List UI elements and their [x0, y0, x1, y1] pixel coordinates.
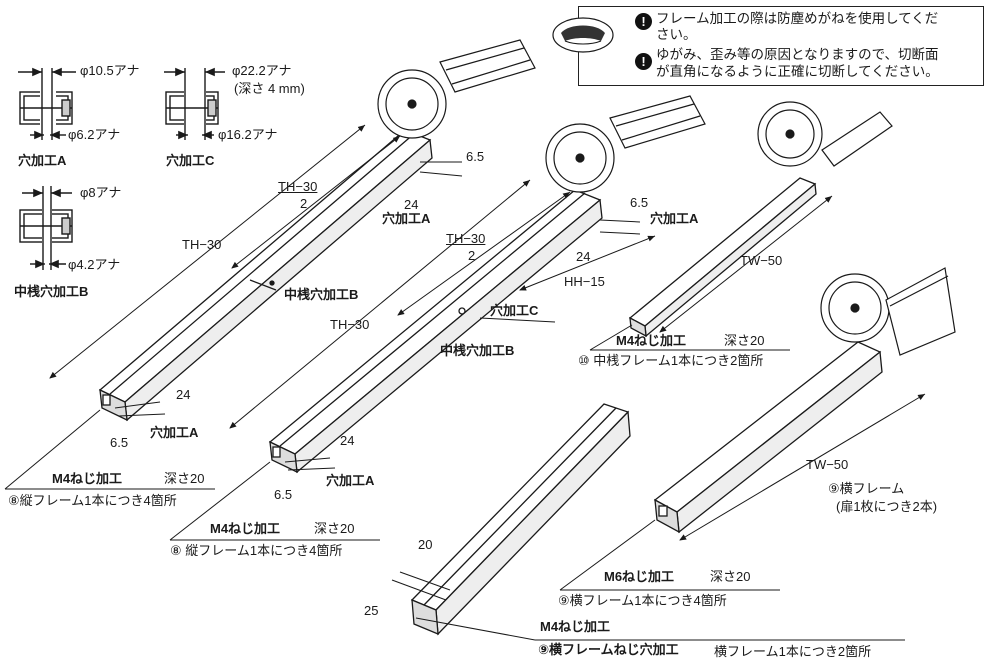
frame-4-width-label: TW−50: [806, 457, 849, 472]
saw-blade-3: [757, 101, 893, 167]
hole-c-top-label: φ22.2アナ: [232, 63, 292, 78]
frame-1-hole-b: 中桟穴加工B: [284, 287, 359, 302]
notice-line-2b: が直角になるように正確に切断してください。: [656, 64, 939, 79]
frame-1-hole-a: 穴加工A: [382, 211, 431, 226]
frame-2-hh15-label: HH−15: [564, 274, 605, 289]
hole-c-depth-label: (深さ 4 mm): [234, 81, 305, 96]
frame-4-caption: ⑨横フレーム1本につき4箇所: [558, 593, 727, 608]
frame-2-hole-b: 中桟穴加工B: [440, 343, 515, 358]
frame-3-bar: [628, 177, 817, 338]
frame-2-hole-a-bottom: 穴加工A: [326, 473, 375, 488]
frame-1-dim-24-bottom: 24: [176, 387, 191, 402]
frame-2-half-height-top: TH−30: [446, 231, 486, 246]
frame-3-depth-label: 深さ20: [724, 333, 765, 348]
saw-blade-4: [820, 267, 956, 356]
frame-5-dimensions: [391, 571, 451, 601]
notice-line-1a: フレーム加工の際は防塵めがねを使用してくだ: [656, 11, 939, 26]
frame-2-caption: ⑧ 縦フレーム1本につき4箇所: [170, 543, 343, 558]
hole-b-title: 中桟穴加工B: [14, 284, 89, 299]
frame-1-height-label: TH−30: [182, 237, 222, 252]
frame-1-caption: ⑧縦フレーム1本につき4箇所: [8, 493, 177, 508]
frame-2-depth-label: 深さ20: [314, 521, 355, 536]
notice-line-1b: さい。: [656, 27, 697, 42]
frame-1-hole-a-bottom: 穴加工A: [150, 425, 199, 440]
goggles-icon: [552, 17, 614, 53]
frame-5-dim-20: 20: [418, 537, 433, 552]
frame-2-dim-6-5: 6.5: [630, 195, 649, 210]
hole-a-bottom-label: φ6.2アナ: [68, 127, 121, 142]
frame-4-sub: (扉1枚につき2本): [836, 499, 938, 514]
frame-5-caption-2: 横フレーム1本につき2箇所: [714, 644, 872, 659]
frame-2-m4-label: M4ねじ加工: [210, 521, 281, 536]
hole-a-top-label: φ10.5アナ: [80, 63, 140, 78]
frame-2-half-height-bottom: 2: [468, 248, 476, 263]
frame-1-dim-6-5-bottom: 6.5: [110, 435, 129, 450]
frame-4-name: ⑨横フレーム: [828, 481, 905, 496]
frame-5-m4-label: M4ねじ加工: [540, 619, 611, 634]
frame-1-half-height-bottom: 2: [300, 196, 308, 211]
frame-2-hole-a: 穴加工A: [650, 211, 699, 226]
hole-c-bottom-label: φ16.2アナ: [218, 127, 278, 142]
frame-3-dimensions: [659, 195, 833, 333]
frame-4-dimensions: [679, 393, 926, 541]
frame-1-m4-label: M4ねじ加工: [52, 471, 123, 486]
frame-3-m4-label: M4ねじ加工: [616, 333, 687, 348]
saw-blade-2: [545, 95, 706, 193]
frame-3-width-label: TW−50: [740, 253, 783, 268]
frame-1-depth-label: 深さ20: [164, 471, 205, 486]
frame-4-m6-label: M6ねじ加工: [604, 569, 675, 584]
frame-2-dim-24: 24: [576, 249, 591, 264]
notice-line-2a: ゆがみ、歪み等の原因となりますので、切断面: [656, 47, 939, 62]
frame-1-dim-6-5: 6.5: [466, 149, 485, 164]
frame-2-dim-24-bottom: 24: [340, 433, 355, 448]
frame-5-caption: ⑨横フレームねじ穴加工: [538, 642, 679, 657]
hole-a-section: [18, 67, 76, 140]
safety-notice: ! フレーム加工の際は防塵めがねを使用してくだ さい。 ! ゆがみ、歪み等の原因…: [552, 6, 984, 86]
frame-1-dim-24: 24: [404, 197, 419, 212]
hole-c-section: [164, 67, 225, 140]
frame-2-dim-6-5-bottom: 6.5: [274, 487, 293, 502]
warning-icon: !: [635, 53, 652, 70]
saw-blade-1: [377, 39, 536, 139]
hole-b-section: [19, 186, 73, 270]
warning-icon: !: [635, 13, 652, 30]
frame-2-dimensions: [229, 179, 656, 471]
hole-b-bottom-label: φ4.2アナ: [68, 257, 121, 272]
frame-4-depth-label: 深さ20: [710, 569, 751, 584]
hole-c-title: 穴加工C: [166, 153, 215, 168]
frame-2-height-label: TH−30: [330, 317, 370, 332]
frame-1-half-height-top: TH−30: [278, 179, 318, 194]
hole-a-title: 穴加工A: [18, 153, 67, 168]
caption-underlines: [4, 324, 905, 641]
frame-5-bar: [410, 403, 631, 636]
frame-3-caption: ⑩ 中桟フレーム1本につき2箇所: [578, 353, 764, 368]
frame-2-hole-c: 穴加工C: [490, 303, 539, 318]
frame-5-dim-25: 25: [364, 603, 379, 618]
hole-b-top-label: φ8アナ: [80, 185, 122, 200]
